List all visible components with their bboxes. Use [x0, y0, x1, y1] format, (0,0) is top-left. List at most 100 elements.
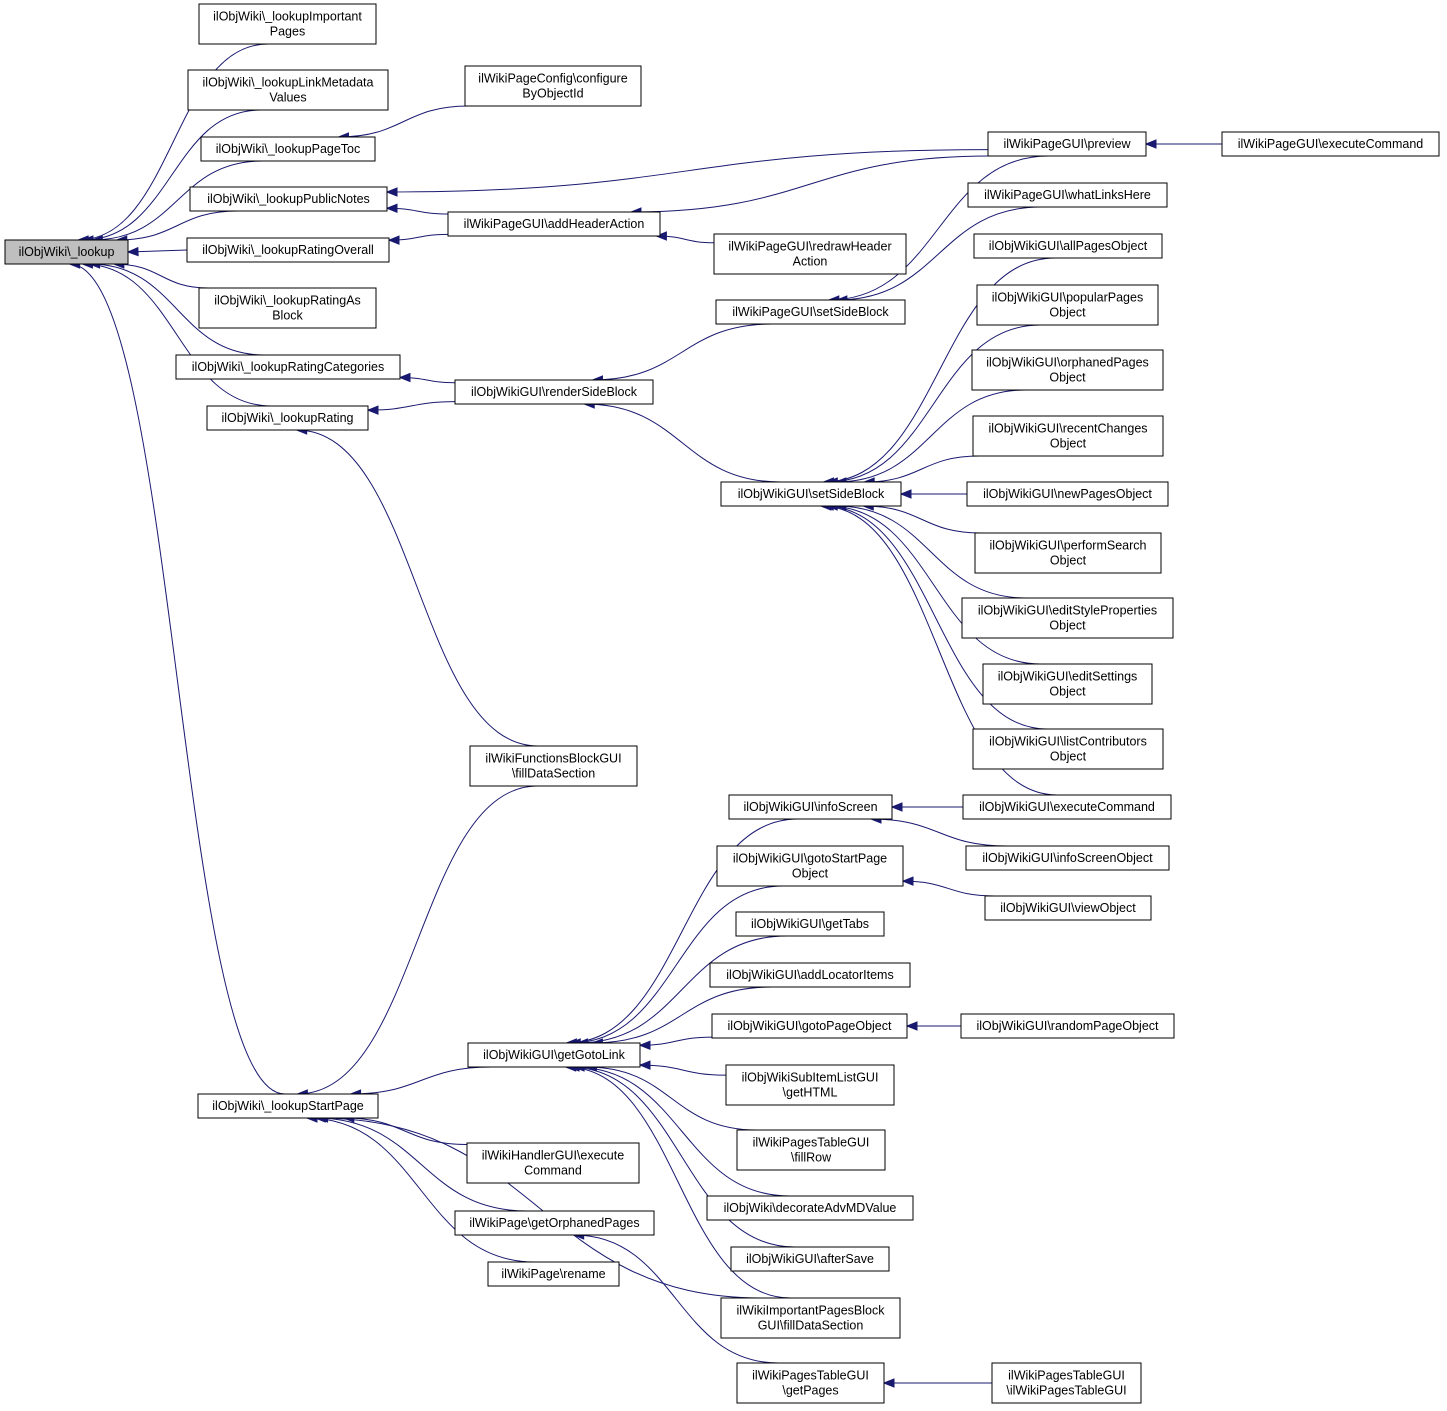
node-box[interactable]: [974, 532, 1162, 574]
node-box[interactable]: [966, 481, 1169, 507]
node-box[interactable]: [186, 237, 390, 263]
node-box[interactable]: [198, 3, 377, 45]
node-infoScreen[interactable]: ilObjWikiGUI\infoScreen: [728, 794, 893, 820]
node-box[interactable]: [972, 415, 1164, 457]
node-box[interactable]: [206, 405, 369, 431]
node-addLoc[interactable]: ilObjWikiGUI\addLocatorItems: [709, 962, 911, 988]
node-lStart[interactable]: ilObjWiki\_lookupStartPage: [197, 1093, 379, 1119]
node-tableCtor[interactable]: ilWikiPagesTableGUI\ilWikiPagesTableGUI: [991, 1362, 1142, 1404]
node-box[interactable]: [487, 1261, 620, 1287]
node-box[interactable]: [200, 136, 376, 162]
node-box[interactable]: [716, 845, 904, 887]
node-box[interactable]: [976, 284, 1159, 326]
node-box[interactable]: [454, 379, 654, 405]
node-getGoto[interactable]: ilObjWikiGUI\getGotoLink: [467, 1042, 641, 1068]
node-box[interactable]: [960, 1013, 1175, 1039]
node-box[interactable]: [725, 1064, 895, 1106]
node-box[interactable]: [987, 131, 1147, 157]
node-newPages[interactable]: ilObjWikiGUI\newPagesObject: [966, 481, 1169, 507]
node-box[interactable]: [706, 1195, 914, 1221]
node-box[interactable]: [972, 728, 1164, 770]
node-box[interactable]: [464, 65, 642, 107]
node-lPubNotes[interactable]: ilObjWiki\_lookupPublicNotes: [189, 186, 388, 212]
node-box[interactable]: [187, 69, 389, 111]
node-box[interactable]: [1221, 131, 1440, 157]
node-renderSide[interactable]: ilObjWikiGUI\renderSideBlock: [454, 379, 654, 405]
node-rename[interactable]: ilWikiPage\rename: [487, 1261, 620, 1287]
node-wSetSide[interactable]: ilObjWikiGUI\setSideBlock: [720, 481, 902, 507]
node-box[interactable]: [984, 895, 1152, 921]
node-box[interactable]: [973, 233, 1163, 259]
node-lookup[interactable]: ilObjWiki\_lookup: [4, 239, 129, 265]
node-funcFill[interactable]: ilWikiFunctionsBlockGUI\fillDataSection: [469, 745, 638, 787]
node-getPages[interactable]: ilWikiPagesTableGUI\getPages: [736, 1362, 885, 1404]
node-preview[interactable]: ilWikiPageGUI\preview: [987, 131, 1147, 157]
node-lRating[interactable]: ilObjWiki\_lookupRating: [206, 405, 369, 431]
node-box[interactable]: [469, 745, 638, 787]
node-allPages[interactable]: ilObjWikiGUI\allPagesObject: [973, 233, 1163, 259]
node-box[interactable]: [735, 911, 885, 937]
node-subItem[interactable]: ilObjWikiSubItemListGUI\getHTML: [725, 1064, 895, 1106]
node-lPageToc[interactable]: ilObjWiki\_lookupPageToc: [200, 136, 376, 162]
node-box[interactable]: [189, 186, 388, 212]
node-box[interactable]: [467, 1042, 641, 1068]
node-box[interactable]: [736, 1362, 885, 1404]
node-gotoPage[interactable]: ilObjWikiGUI\gotoPageObject: [711, 1013, 908, 1039]
node-wExec[interactable]: ilObjWikiGUI\executeCommand: [962, 794, 1172, 820]
node-viewObj[interactable]: ilObjWikiGUI\viewObject: [984, 895, 1152, 921]
node-box[interactable]: [730, 1246, 890, 1272]
node-addHeader[interactable]: ilWikiPageGUI\addHeaderAction: [447, 211, 661, 237]
node-orphaned[interactable]: ilWikiPage\getOrphanedPages: [454, 1210, 655, 1236]
arrowhead-preview: [1144, 139, 1157, 149]
node-box[interactable]: [175, 354, 401, 380]
node-fillRow[interactable]: ilWikiPagesTableGUI\fillRow: [736, 1129, 886, 1171]
node-box[interactable]: [965, 845, 1170, 871]
node-box[interactable]: [713, 233, 907, 275]
node-box[interactable]: [711, 1013, 908, 1039]
node-decorate[interactable]: ilObjWiki\decorateAdvMDValue: [706, 1195, 914, 1221]
node-box[interactable]: [967, 182, 1168, 208]
node-box[interactable]: [715, 299, 906, 325]
node-box[interactable]: [466, 1142, 640, 1184]
node-lRatCats[interactable]: ilObjWiki\_lookupRatingCategories: [175, 354, 401, 380]
node-box[interactable]: [728, 794, 893, 820]
node-getTabs[interactable]: ilObjWikiGUI\getTabs: [735, 911, 885, 937]
node-pgExec[interactable]: ilWikiPageGUI\executeCommand: [1221, 131, 1440, 157]
node-box[interactable]: [447, 211, 661, 237]
call-edge-getGoto-to-lStart: [350, 1066, 492, 1095]
node-box[interactable]: [198, 287, 377, 329]
node-handlerExec[interactable]: ilWikiHandlerGUI\executeCommand: [466, 1142, 640, 1184]
node-box[interactable]: [720, 481, 902, 507]
node-pgSetSide[interactable]: ilWikiPageGUI\setSideBlock: [715, 299, 906, 325]
node-afterSave[interactable]: ilObjWikiGUI\afterSave: [730, 1246, 890, 1272]
node-box[interactable]: [736, 1129, 886, 1171]
node-box[interactable]: [991, 1362, 1142, 1404]
node-box[interactable]: [720, 1297, 901, 1339]
node-randomPage[interactable]: ilObjWikiGUI\randomPageObject: [960, 1013, 1175, 1039]
node-box[interactable]: [971, 349, 1164, 391]
node-whatLinks[interactable]: ilWikiPageGUI\whatLinksHere: [967, 182, 1168, 208]
node-infoObj[interactable]: ilObjWikiGUI\infoScreenObject: [965, 845, 1170, 871]
node-box[interactable]: [197, 1093, 379, 1119]
node-box[interactable]: [4, 239, 129, 265]
node-box[interactable]: [961, 597, 1174, 639]
node-box[interactable]: [709, 962, 911, 988]
node-box[interactable]: [962, 794, 1172, 820]
node-lRatOverall[interactable]: ilObjWiki\_lookupRatingOverall: [186, 237, 390, 263]
node-impFill[interactable]: ilWikiImportantPagesBlockGUI\fillDataSec…: [720, 1297, 901, 1339]
node-box[interactable]: [982, 663, 1153, 705]
node-box[interactable]: [454, 1210, 655, 1236]
